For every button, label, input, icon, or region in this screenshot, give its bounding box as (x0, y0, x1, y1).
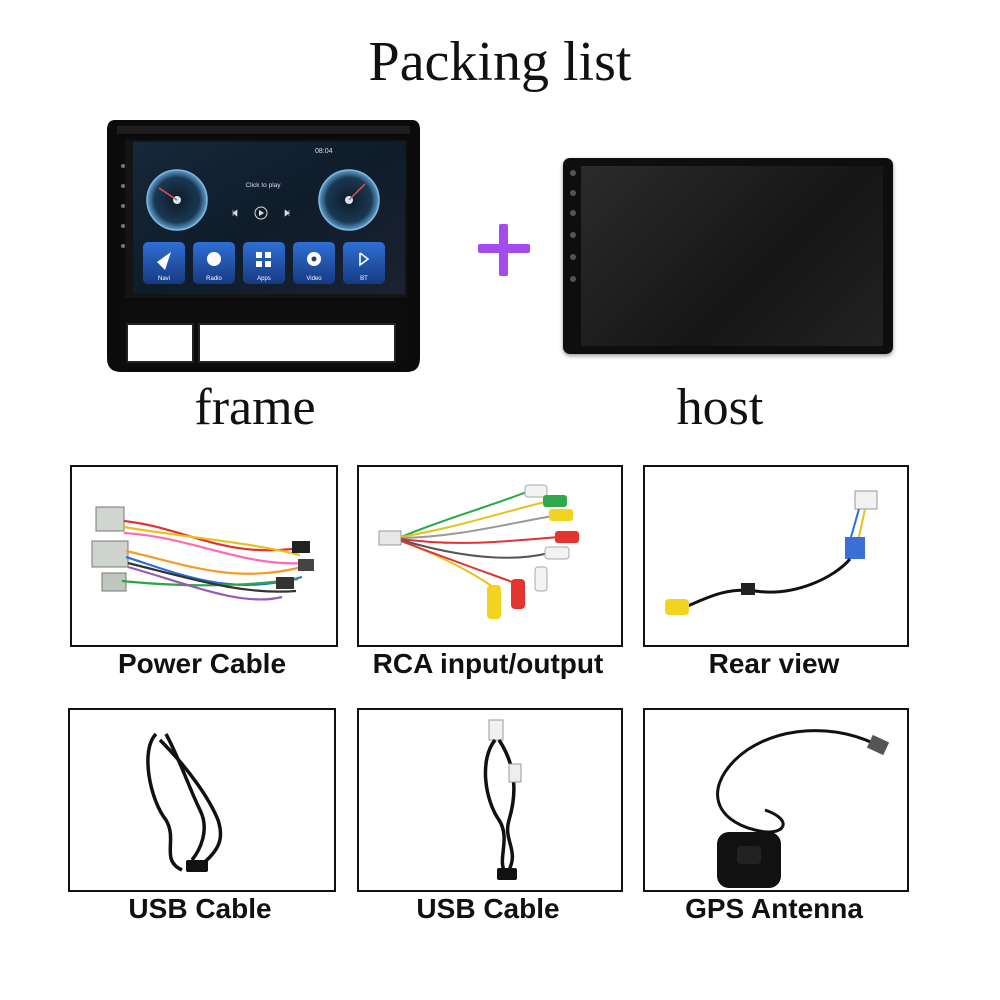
usb-cable-box-1 (68, 708, 336, 892)
svg-text:Apps: Apps (257, 276, 271, 282)
usb-cable-box-2 (357, 708, 623, 892)
play-controls (232, 206, 290, 220)
host-screen (581, 166, 883, 346)
usb-cable-image-1 (146, 732, 223, 872)
rca-cable-image (378, 484, 579, 619)
power-button-icon (570, 170, 576, 176)
usb-cable-label-2: USB Cable (416, 893, 560, 924)
rca-cable-label: RCA input/output (372, 648, 604, 679)
gps-antenna-label: GPS Antenna (685, 893, 863, 924)
menu-button-icon (570, 276, 576, 282)
back-button-icon (570, 210, 576, 216)
player-text: Click to play (245, 182, 281, 189)
apps-grid-icon (256, 252, 271, 267)
radio-icon (207, 252, 221, 266)
plus-icon (478, 224, 530, 276)
rca-cable-box (357, 465, 623, 647)
host-unit-image (563, 158, 893, 354)
svg-text:Navi: Navi (158, 276, 170, 282)
svg-text:Video: Video (306, 276, 322, 282)
usb-cable-image-2 (483, 719, 522, 880)
power-cable-box (70, 465, 338, 647)
host-label: host (676, 379, 764, 436)
page-title: Packing list (368, 31, 632, 93)
svg-text:Radio: Radio (206, 276, 222, 282)
gps-antenna-box (643, 708, 909, 892)
rear-view-box (643, 465, 909, 647)
power-cable-label: Power Cable (117, 648, 287, 679)
frame-unit-image: 08:04 Click to play Navi Radio Apps Vide… (107, 120, 420, 372)
volume-up-icon (570, 232, 576, 238)
rear-view-label: Rear view (708, 648, 840, 679)
home-button-icon (570, 190, 576, 196)
app-tiles: Navi Radio Apps Video BT (143, 242, 385, 284)
status-time: 08:04 (315, 148, 333, 155)
power-cable-image (91, 506, 314, 601)
usb-cable-label-1: USB Cable (128, 893, 272, 924)
frame-label: frame (194, 379, 316, 436)
navigation-icon (157, 252, 171, 270)
gps-antenna-image (716, 729, 890, 888)
svg-text:BT: BT (360, 276, 368, 282)
volume-down-icon (570, 254, 576, 260)
bluetooth-icon (359, 252, 370, 267)
rear-view-cable-image (665, 490, 878, 615)
